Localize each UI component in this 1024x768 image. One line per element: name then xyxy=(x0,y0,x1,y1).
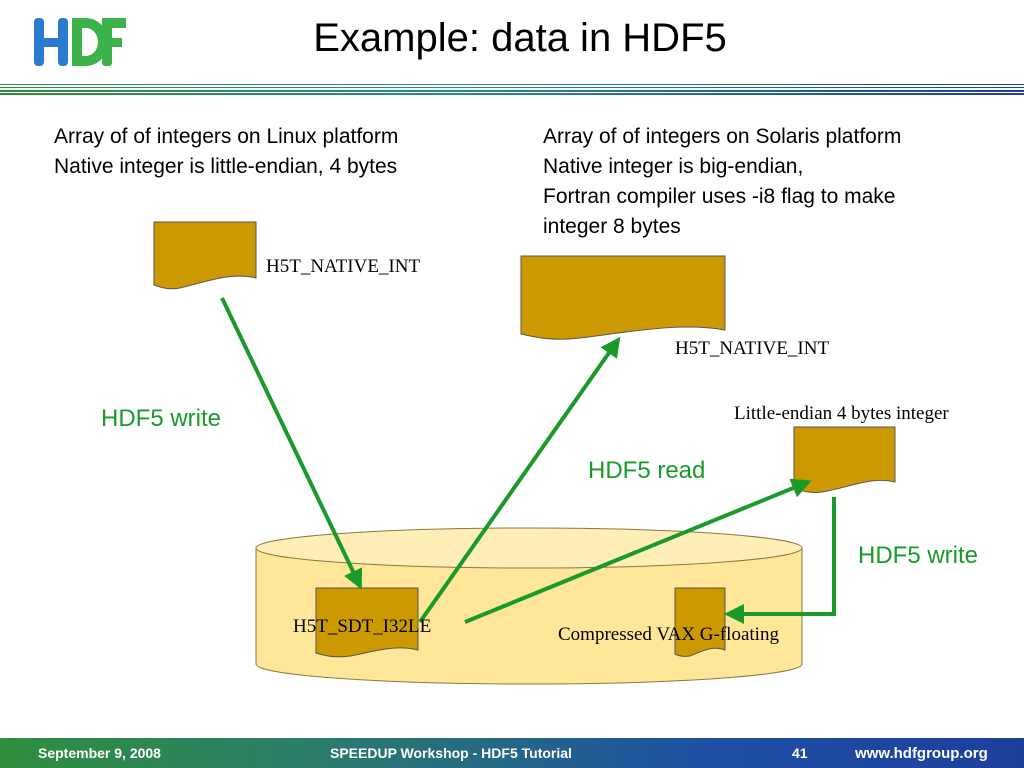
hdf-logo xyxy=(34,18,126,66)
read-arrow xyxy=(418,336,621,624)
linux-note-line: Array of of integers on Linux platform xyxy=(54,125,399,148)
solaris-native-doc xyxy=(520,255,726,340)
hdf5-write-right-label: HDF5 write xyxy=(858,542,979,569)
solaris-note-line: Array of of integers on Solaris platform xyxy=(543,125,902,148)
hdf5-file-disk xyxy=(255,527,803,685)
footer-page-number: 41 xyxy=(792,745,808,761)
native-int-linux-label: H5T_NATIVE_INT xyxy=(266,256,421,277)
solaris-note: Array of of integers on Solaris platform… xyxy=(543,122,901,242)
native-int-solaris-label: H5T_NATIVE_INT xyxy=(675,338,830,359)
footer-workshop: SPEEDUP Workshop - HDF5 Tutorial xyxy=(330,745,572,761)
sdt-to-little-endian-arrow xyxy=(464,478,812,624)
header-divider xyxy=(0,84,1024,95)
hdf5-write-left-label: HDF5 write xyxy=(101,405,222,432)
solaris-note-line: Fortran compiler uses -i8 flag to make xyxy=(543,185,896,208)
sdt-doc xyxy=(315,587,419,658)
linux-note: Array of of integers on Linux platform N… xyxy=(54,122,398,182)
sdt-label: H5T_SDT_I32LE xyxy=(293,616,432,637)
vax-doc xyxy=(674,587,726,657)
little-endian-doc xyxy=(793,426,896,493)
footer-url[interactable]: www.hdfgroup.org xyxy=(855,745,988,762)
vax-label: Compressed VAX G-floating xyxy=(558,624,779,645)
footer-bar: September 9, 2008 SPEEDUP Workshop - HDF… xyxy=(0,738,1024,768)
solaris-note-line: integer 8 bytes xyxy=(543,215,681,238)
hdf5-read-label: HDF5 read xyxy=(588,457,706,484)
footer-date: September 9, 2008 xyxy=(38,745,161,761)
write-arrow-left xyxy=(220,297,363,590)
little-endian-label: Little-endian 4 bytes integer xyxy=(734,403,949,424)
linux-native-doc xyxy=(153,221,257,290)
linux-note-line: Native integer is little-endian, 4 bytes xyxy=(54,155,398,178)
write-arrow-right xyxy=(724,497,836,624)
solaris-note-line: Native integer is big-endian, xyxy=(543,155,804,178)
slide-title: Example: data in HDF5 xyxy=(313,16,727,60)
